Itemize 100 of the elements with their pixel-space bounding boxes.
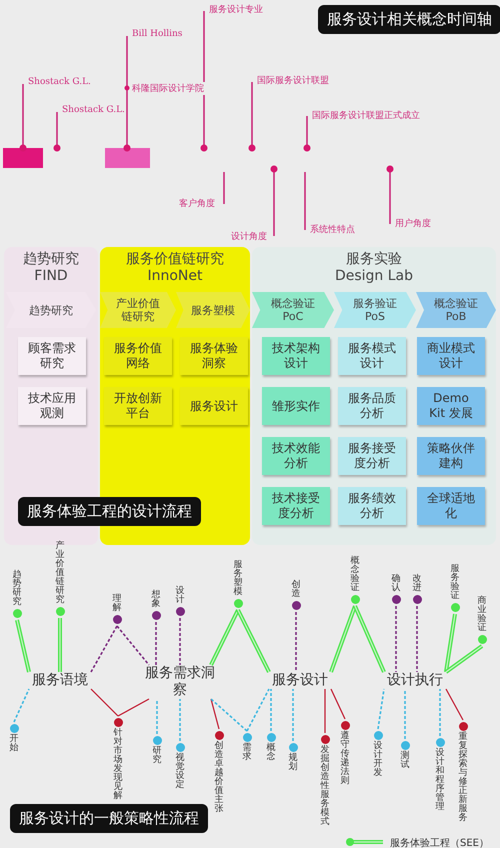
phase-label: 设计执行 — [380, 672, 450, 689]
column-heading: InnoNet — [146, 268, 204, 285]
title-badge: 服务设计的一般策略性流程 — [10, 804, 208, 833]
step-label: 设计开发 — [373, 742, 383, 778]
step-label: 产业价值链研究 — [55, 542, 65, 605]
legend-label: 服务体验工程（SEE） — [390, 837, 489, 848]
step-label: 发掘创造性服务模式 — [320, 746, 330, 827]
step-box: 雏形实作 — [262, 387, 330, 425]
chevron-step: 服务验证 PoS — [334, 292, 416, 328]
step-box: 服务品质分析 — [338, 387, 406, 425]
timeline-label: 设计角度 — [230, 230, 268, 243]
step-label: 研究 — [152, 747, 162, 765]
timeline-label: Shostack G.L. — [27, 77, 92, 87]
connector-line — [246, 688, 270, 732]
connector-line — [179, 618, 181, 665]
step-label: 概念 — [266, 744, 276, 762]
connector-line — [353, 605, 386, 673]
connector-line — [444, 644, 484, 674]
step-label: 开始 — [9, 735, 19, 753]
step-box: 开放创新平台 — [104, 387, 172, 425]
timeline-label: 服务设计专业 — [208, 3, 264, 16]
step-label: 重复探索与修正新服务 — [458, 733, 468, 823]
step-label: 创造卓越价值主张 — [214, 742, 224, 814]
step-label: 服务验证 — [450, 565, 460, 601]
phase-label: 服务需求洞察 — [145, 665, 215, 699]
connector-line — [210, 698, 220, 730]
step-label: 设计和程序管理 — [435, 749, 445, 812]
connector-line — [209, 609, 240, 666]
connector-line — [15, 620, 31, 672]
column-heading: Design Lab — [334, 268, 414, 285]
connector-line — [210, 698, 248, 732]
connector-line — [90, 688, 118, 716]
connector-line — [395, 606, 397, 672]
chevron-step: 产业价值链研究 — [100, 292, 176, 328]
step-label: 遵守传递法则 — [340, 732, 350, 786]
chevron-step: 概念验证 PoB — [416, 292, 496, 328]
timeline-label: Shostack G.L. — [61, 105, 126, 115]
connector-line — [90, 626, 118, 672]
step-box: 技术应用观测 — [18, 387, 86, 425]
connector-line — [292, 689, 294, 741]
step-box: 顾客需求研究 — [18, 337, 86, 375]
connector-line — [324, 689, 326, 733]
timeline-label: 国际服务设计联盟正式成立 — [311, 109, 421, 122]
step-box: 服务体验洞察 — [180, 337, 248, 375]
step-box: 服务绩效分析 — [338, 487, 406, 525]
step-box: 全球适地化 — [417, 487, 485, 525]
connector-line — [445, 688, 464, 720]
step-label: 服务塑模 — [233, 561, 243, 597]
column-heading: 服务实验 — [345, 251, 403, 268]
connector-line — [118, 698, 150, 717]
phase-label: 服务设计 — [265, 672, 335, 689]
connector-line — [329, 605, 357, 673]
chevron-step: 服务塑模 — [176, 292, 250, 328]
connector-line — [58, 618, 62, 672]
step-label: 创造 — [291, 581, 301, 599]
connector-line — [116, 626, 150, 666]
timeline-label: 客户角度 — [178, 197, 216, 210]
step-box: Demo Kit 发展 — [417, 387, 485, 425]
title-badge: 服务体验工程的设计流程 — [18, 497, 201, 526]
connector-line — [404, 689, 406, 739]
step-label: 商业验证 — [477, 597, 487, 633]
step-box: 技术效能分析 — [262, 437, 330, 475]
step-box: 技术架构设计 — [262, 337, 330, 375]
timeline-label: 系统性特点 — [309, 223, 356, 236]
column-heading: FIND — [33, 268, 69, 285]
step-box: 策略伙伴建构 — [417, 437, 485, 475]
step-label: 趋势研究 — [12, 571, 22, 607]
step-label: 确认 — [391, 575, 401, 593]
timeline-label: 国际服务设计联盟 — [256, 74, 330, 87]
connector-line — [295, 612, 297, 672]
step-label: 针对市场发现见解 — [113, 729, 123, 801]
connector-line — [330, 688, 346, 720]
connector-line — [156, 699, 158, 734]
timeline-label: 用户角度 — [394, 217, 432, 230]
connector-line — [439, 689, 441, 736]
column-heading: 趋势研究 — [22, 251, 80, 268]
step-label: 概念验证 — [350, 557, 360, 593]
step-label: 设计 — [175, 587, 185, 605]
phase-label: 服务语境 — [25, 672, 95, 689]
step-label: 理解 — [112, 595, 122, 613]
connector-line — [416, 606, 418, 672]
step-label: 规划 — [288, 754, 298, 772]
connector-line — [270, 689, 272, 731]
step-label: 改进 — [412, 575, 422, 593]
title-badge: 服务设计相关概念时间轴 — [318, 5, 500, 34]
connector-line — [13, 688, 30, 722]
chevron-step: 概念验证 PoC — [252, 292, 334, 328]
connector-line — [179, 699, 181, 741]
step-box: 商业模式设计 — [417, 337, 485, 375]
connector-line — [444, 614, 457, 672]
step-label: 视觉设定 — [175, 754, 185, 790]
step-box: 服务接受度分析 — [338, 437, 406, 475]
column-heading: 服务价值链研究 — [125, 251, 225, 268]
step-box: 服务模式设计 — [338, 337, 406, 375]
connector-line — [155, 622, 157, 665]
timeline-label: Bill Hollins — [131, 29, 184, 39]
step-label: 测试 — [400, 752, 410, 770]
step-label: 需求 — [242, 744, 252, 762]
step-label: 想象 — [151, 591, 161, 609]
connector-line — [377, 688, 385, 730]
